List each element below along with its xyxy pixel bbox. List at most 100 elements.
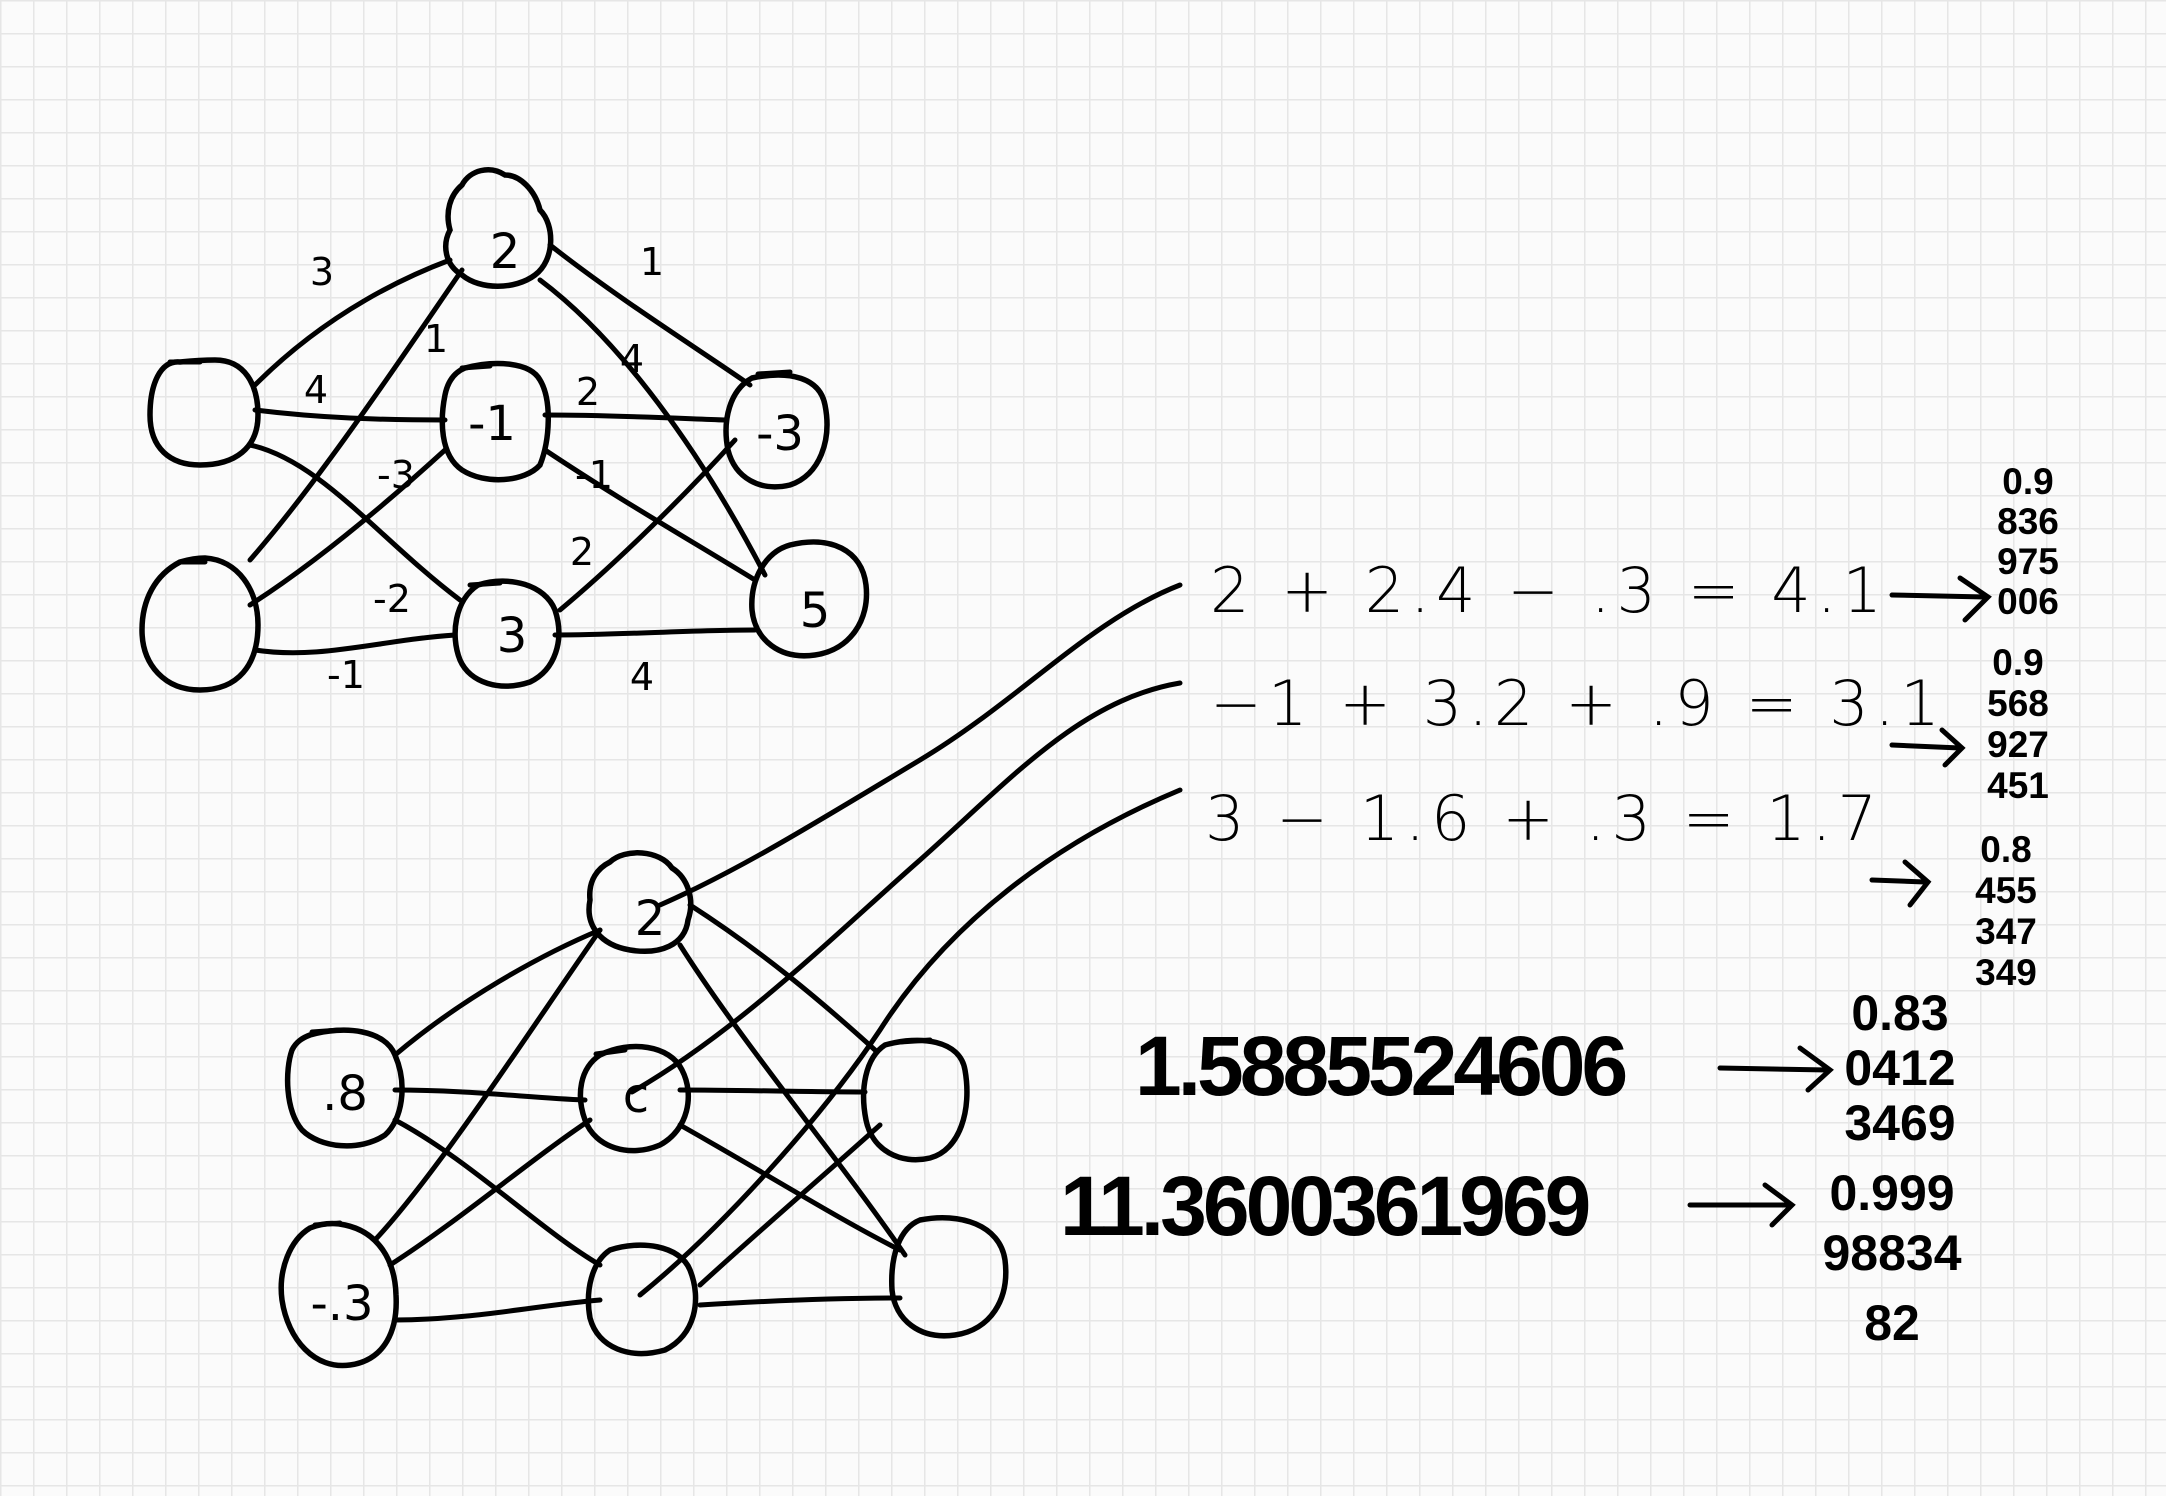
network-top: 2 -1 3 -3 5 3 1 bbox=[139, 167, 870, 699]
result-line: 455 bbox=[1975, 870, 2037, 911]
equation-2-result: 0.9 568 927 451 bbox=[1987, 642, 2049, 806]
node-bottom-o1 bbox=[860, 1037, 970, 1163]
node-top-o2-label: 5 bbox=[800, 583, 831, 639]
output-1-result: 0.83 0412 3469 bbox=[1844, 985, 1955, 1151]
result-line: 836 bbox=[1997, 501, 2059, 542]
edge-h2-o1 bbox=[542, 412, 728, 423]
result-line: 975 bbox=[1997, 541, 2059, 582]
output-2-result: 0.999 98834 82 bbox=[1822, 1165, 1961, 1351]
equations: 2 + 2.4 − .3 = 4.1 −1 + 3.2 + .9 = 3.1 3… bbox=[1205, 461, 2059, 993]
result-line: 98834 bbox=[1822, 1225, 1961, 1281]
node-top-o1-label: -3 bbox=[756, 406, 804, 462]
weight-label: -1 bbox=[327, 653, 365, 697]
edge-i2-h1 bbox=[372, 927, 603, 1243]
edge-i1-h3 bbox=[392, 1117, 603, 1268]
outputs: 1.5885524606 11.3600361969 0.83 0412 346… bbox=[1060, 985, 1962, 1351]
node-top-h3: 3 bbox=[452, 578, 562, 689]
node-bottom-h1-label: 2 bbox=[635, 891, 666, 947]
node-top-i1 bbox=[147, 357, 261, 468]
edge-i1-h2 bbox=[392, 1087, 588, 1103]
result-line: 349 bbox=[1975, 952, 2037, 993]
output-value-2: 11.3600361969 bbox=[1060, 1159, 1589, 1253]
arrow-icon bbox=[1889, 727, 1966, 768]
edge-h2-o2 bbox=[542, 447, 758, 583]
edge-h3-o1 bbox=[557, 437, 738, 613]
result-line: 82 bbox=[1864, 1295, 1920, 1351]
result-line: 0.999 bbox=[1829, 1165, 1954, 1221]
equation-3: 3 − 1.6 + .3 = 1.7 bbox=[1205, 782, 1883, 855]
node-bottom-i1: .8 bbox=[284, 1027, 405, 1149]
edge-h1-o2 bbox=[537, 277, 768, 578]
weight-label: 2 bbox=[570, 530, 594, 574]
edge-h1-o1 bbox=[547, 242, 753, 388]
result-line: 0.8 bbox=[1980, 829, 2031, 870]
node-top-i2 bbox=[139, 555, 261, 693]
output-value-1: 1.5885524606 bbox=[1135, 1019, 1626, 1113]
result-line: 0.83 bbox=[1851, 985, 1948, 1041]
connector-eq3-h3 bbox=[637, 787, 1183, 1298]
equation-3-result: 0.8 455 347 349 bbox=[1975, 829, 2037, 993]
equation-2: −1 + 3.2 + .9 = 3.1 bbox=[1210, 667, 1946, 740]
arrow-icon bbox=[1869, 859, 1932, 908]
result-line: 006 bbox=[1997, 581, 2059, 622]
node-bottom-i2: -.3 bbox=[278, 1220, 399, 1369]
arrow-icon bbox=[1717, 1045, 1834, 1093]
network-top-edges bbox=[247, 242, 768, 656]
arrow-icon bbox=[1889, 575, 1992, 623]
node-bottom-i2-label: -.3 bbox=[310, 1276, 373, 1332]
network-top-nodes: 2 -1 3 -3 5 bbox=[139, 167, 870, 693]
edge-i1-h2 bbox=[252, 407, 448, 423]
edge-i2-h1 bbox=[247, 267, 465, 563]
weight-label: -3 bbox=[377, 453, 415, 497]
edge-i1-h1 bbox=[392, 927, 603, 1058]
edge-i1-h3 bbox=[247, 442, 463, 603]
cross-connectors bbox=[629, 582, 1183, 1298]
node-top-h2-label: -1 bbox=[468, 396, 516, 452]
node-top-o1: -3 bbox=[723, 369, 830, 490]
node-top-h1-label: 2 bbox=[490, 224, 521, 280]
edge-i1-h1 bbox=[252, 257, 453, 388]
node-top-h3-label: 3 bbox=[497, 608, 528, 664]
node-bottom-o2 bbox=[889, 1214, 1009, 1339]
weight-label: 3 bbox=[310, 250, 334, 294]
node-top-h2: -1 bbox=[439, 360, 551, 483]
network-bottom-nodes: .8 -.3 2 c bbox=[278, 850, 1009, 1369]
result-line: 0.9 bbox=[1992, 642, 2043, 683]
node-bottom-h1: 2 bbox=[586, 850, 694, 954]
node-top-h1: 2 bbox=[443, 167, 554, 289]
node-bottom-h3 bbox=[585, 1242, 699, 1357]
weight-label: 2 bbox=[576, 370, 600, 414]
result-line: 0.9 bbox=[2002, 461, 2053, 502]
node-bottom-h2: c bbox=[577, 1043, 692, 1154]
result-line: 0412 bbox=[1844, 1040, 1955, 1096]
network-bottom: .8 -.3 2 c bbox=[278, 582, 1183, 1369]
node-top-o2: 5 bbox=[749, 539, 870, 659]
result-line: 927 bbox=[1987, 724, 2049, 765]
weight-label: 1 bbox=[424, 317, 448, 361]
edge-h2-o1 bbox=[677, 1087, 868, 1095]
result-line: 568 bbox=[1987, 683, 2049, 724]
node-bottom-i1-label: .8 bbox=[322, 1066, 368, 1122]
result-line: 347 bbox=[1975, 911, 2037, 952]
edge-h1-o2 bbox=[677, 942, 908, 1258]
weight-label: 4 bbox=[630, 655, 654, 699]
edge-i2-h2 bbox=[387, 1117, 593, 1268]
edge-h3-o2 bbox=[552, 627, 758, 638]
edge-h3-o1 bbox=[697, 1122, 883, 1288]
weight-label: 4 bbox=[304, 368, 328, 412]
weight-label: 4 bbox=[620, 337, 644, 381]
edge-h2-o2 bbox=[677, 1122, 903, 1253]
weight-label: -2 bbox=[373, 577, 411, 621]
edge-h3-o2 bbox=[697, 1295, 903, 1308]
result-line: 3469 bbox=[1844, 1095, 1955, 1151]
network-top-weights: 3 1 1 4 4 2 -3 -1 2 -2 -1 4 bbox=[304, 240, 664, 699]
connector-eq1-h1 bbox=[657, 582, 1183, 908]
weight-label: 1 bbox=[640, 240, 664, 284]
equation-1-result: 0.9 836 975 006 bbox=[1997, 461, 2059, 622]
weight-label: -1 bbox=[575, 453, 613, 497]
equation-1: 2 + 2.4 − .3 = 4.1 bbox=[1210, 554, 1888, 627]
result-line: 451 bbox=[1987, 765, 2049, 806]
node-bottom-h2-label: c bbox=[623, 1068, 649, 1124]
edge-i2-h3 bbox=[392, 1297, 603, 1323]
